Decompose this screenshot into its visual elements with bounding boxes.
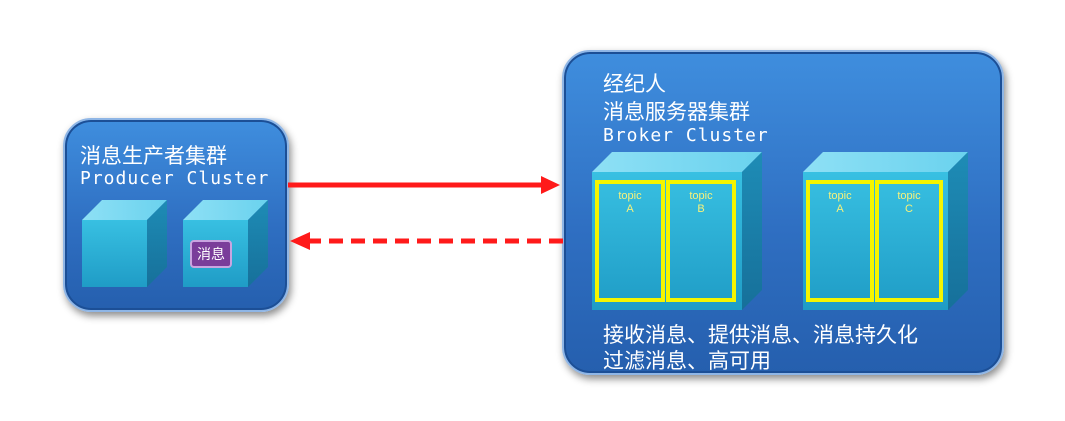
producer-title-en: Producer Cluster xyxy=(80,168,270,189)
topic-label-a2: topic A xyxy=(811,190,869,216)
topic-box-b xyxy=(666,180,736,302)
producer-cube-1 xyxy=(82,200,167,287)
topic-label-a2-line1: topic xyxy=(828,190,852,202)
send-arrow xyxy=(288,176,560,194)
broker-title-cn-1: 经纪人 xyxy=(603,72,666,96)
topic-box-a2 xyxy=(806,180,874,302)
broker-title-en: Broker Cluster xyxy=(603,125,769,146)
return-arrow-dashed xyxy=(290,232,563,250)
topic-box-a1 xyxy=(595,180,665,302)
topic-label-c-line1: topic xyxy=(897,190,921,202)
broker-title-cn-2: 消息服务器集群 xyxy=(603,100,750,124)
broker-features-line2: 过滤消息、高可用 xyxy=(603,349,771,373)
topic-label-a1: topic A xyxy=(600,190,660,216)
topic-label-b-line2: B xyxy=(697,203,705,215)
topic-label-a1-line2: A xyxy=(626,203,634,215)
broker-cube-2 xyxy=(803,152,968,310)
topic-label-a2-line2: A xyxy=(836,203,844,215)
message-badge: 消息 xyxy=(190,240,232,268)
topic-label-a1-line1: topic xyxy=(618,190,642,202)
producer-title-cn: 消息生产者集群 xyxy=(80,144,227,168)
topic-label-c: topic C xyxy=(880,190,938,216)
topic-label-b-line1: topic xyxy=(689,190,713,202)
broker-features-line1: 接收消息、提供消息、消息持久化 xyxy=(603,323,918,347)
topic-label-b: topic B xyxy=(671,190,731,216)
broker-cube-1 xyxy=(592,152,762,310)
topic-label-c-line2: C xyxy=(905,203,913,215)
topic-box-c xyxy=(875,180,943,302)
